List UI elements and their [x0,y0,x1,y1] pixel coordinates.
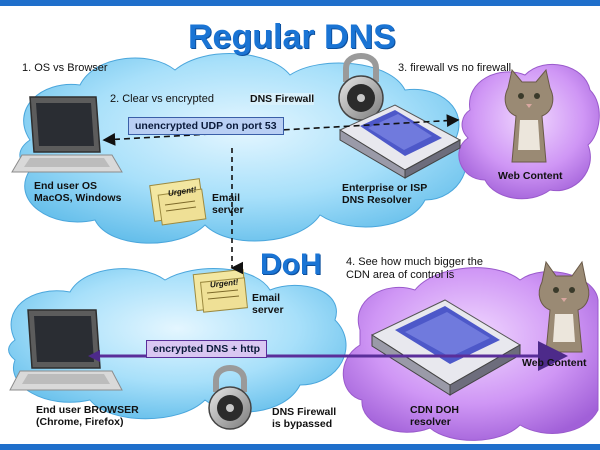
dns-firewall-label: DNS Firewall [250,93,315,105]
doh-resolver-label: CDN DOH resolver [410,404,459,428]
laptop-icon [11,96,123,173]
doh-end-user-line-2: (Chrome, Firefox) [36,416,124,428]
bottom-stripe [0,444,600,450]
note-firewall-vs-no-firewall: 3. firewall vs no firewall [398,62,512,74]
doh-laptop-icon [9,309,123,391]
regular-dns-title: Regular DNS [188,18,396,56]
doh-resolver-server-icon [370,299,521,396]
regular-resolver-line-1: Enterprise or ISP [342,182,428,194]
regular-end-user-line-2: MacOS, Windows [34,192,122,204]
doh-title: DoH [260,248,322,281]
note-cdn-area-line-1: 4. See how much bigger the [346,256,483,268]
doh-email-server-line-2: server [252,304,284,316]
regular-email-server-label: Email server [212,192,244,216]
kitten-icon [504,68,554,163]
regular-resolver-line-2: DNS Resolver [342,194,412,206]
encrypted-bar: encrypted DNS + http [146,340,268,358]
doh-padlock-icon [208,365,252,430]
doh-resolver-line-1: CDN DOH [410,404,459,416]
note-os-vs-browser: 1. OS vs Browser [22,62,108,74]
doh-firewall-bypassed-label: DNS Firewall is bypassed [272,406,336,430]
doh-encrypted-arrow-tail [88,350,100,362]
doh-end-user-label: End user BROWSER (Chrome, Firefox) [36,404,139,428]
letter-icon [149,178,207,226]
doh-kitten-icon [538,260,590,353]
udp-bar: unencrypted UDP on port 53 [128,117,284,135]
doh-email-server-label: Email server [252,292,284,316]
doh-end-user-line-1: End user BROWSER [36,404,139,416]
top-stripe [0,0,600,6]
doh-web-content-label: Web Content [522,357,587,369]
regular-end-user-label: End user OS MacOS, Windows [34,180,121,204]
doh-resolver-line-2: resolver [410,416,451,428]
regular-resolver-label: Enterprise or ISP DNS Resolver [342,182,427,206]
note-cdn-area: 4. See how much bigger the CDN area of c… [346,256,483,282]
regular-email-server-line-1: Email [212,192,241,204]
regular-email-server-line-2: server [212,204,244,216]
doh-letter-icon [192,268,248,313]
note-cdn-area-line-2: CDN area of control is [346,269,455,281]
note-clear-vs-encrypted: 2. Clear vs encrypted [110,93,214,105]
udp-dns-arrow [102,114,460,146]
doh-firewall-bypassed-line-1: DNS Firewall [272,406,337,418]
doh-firewall-bypassed-line-2: is bypassed [272,418,333,430]
padlock-icon [338,53,384,121]
regular-web-content-label: Web Content [498,170,563,182]
regular-end-user-line-1: End user OS [34,180,98,192]
doh-email-server-line-1: Email [252,292,281,304]
